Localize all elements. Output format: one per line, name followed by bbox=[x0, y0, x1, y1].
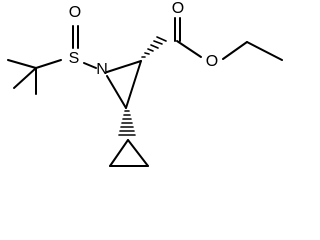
bond-ester-oxygen-to-ch2 bbox=[222, 41, 248, 60]
atom-ester-oxygen-label: O bbox=[206, 53, 218, 70]
bond-cyclopropyl-top-to-right bbox=[127, 139, 149, 167]
molecule-structure: S O N O O bbox=[7, 0, 283, 167]
bond-ch2-to-ch3 bbox=[246, 41, 283, 61]
bond-cyclopropyl-top-to-left bbox=[109, 139, 129, 167]
atom-sulfinyl-oxygen-label: O bbox=[69, 4, 81, 21]
bond-tbu-quaternary-to-sulfur bbox=[35, 59, 62, 69]
hashed-wedge-c2-to-carbonyl bbox=[141, 36, 167, 58]
bond-aziridine-n-to-c3 bbox=[106, 75, 127, 109]
bond-tbu-methyl-lower-left bbox=[13, 67, 37, 89]
bond-sulfur-nitrogen bbox=[83, 62, 97, 69]
hashed-wedge-c3-to-cyclopropyl bbox=[118, 110, 136, 136]
molecule-diagram: S O N O O bbox=[7, 0, 283, 167]
bond-aziridine-c2-to-c3 bbox=[125, 60, 142, 109]
atom-sulfur-label: S bbox=[69, 50, 80, 67]
atom-nitrogen-label: N bbox=[96, 61, 108, 78]
bond-carbonyl-to-ester-oxygen bbox=[176, 40, 202, 58]
atom-carbonyl-oxygen-label: O bbox=[172, 0, 184, 17]
bond-aziridine-n-to-c2 bbox=[106, 60, 142, 73]
bond-tbu-methyl-left bbox=[7, 59, 37, 69]
